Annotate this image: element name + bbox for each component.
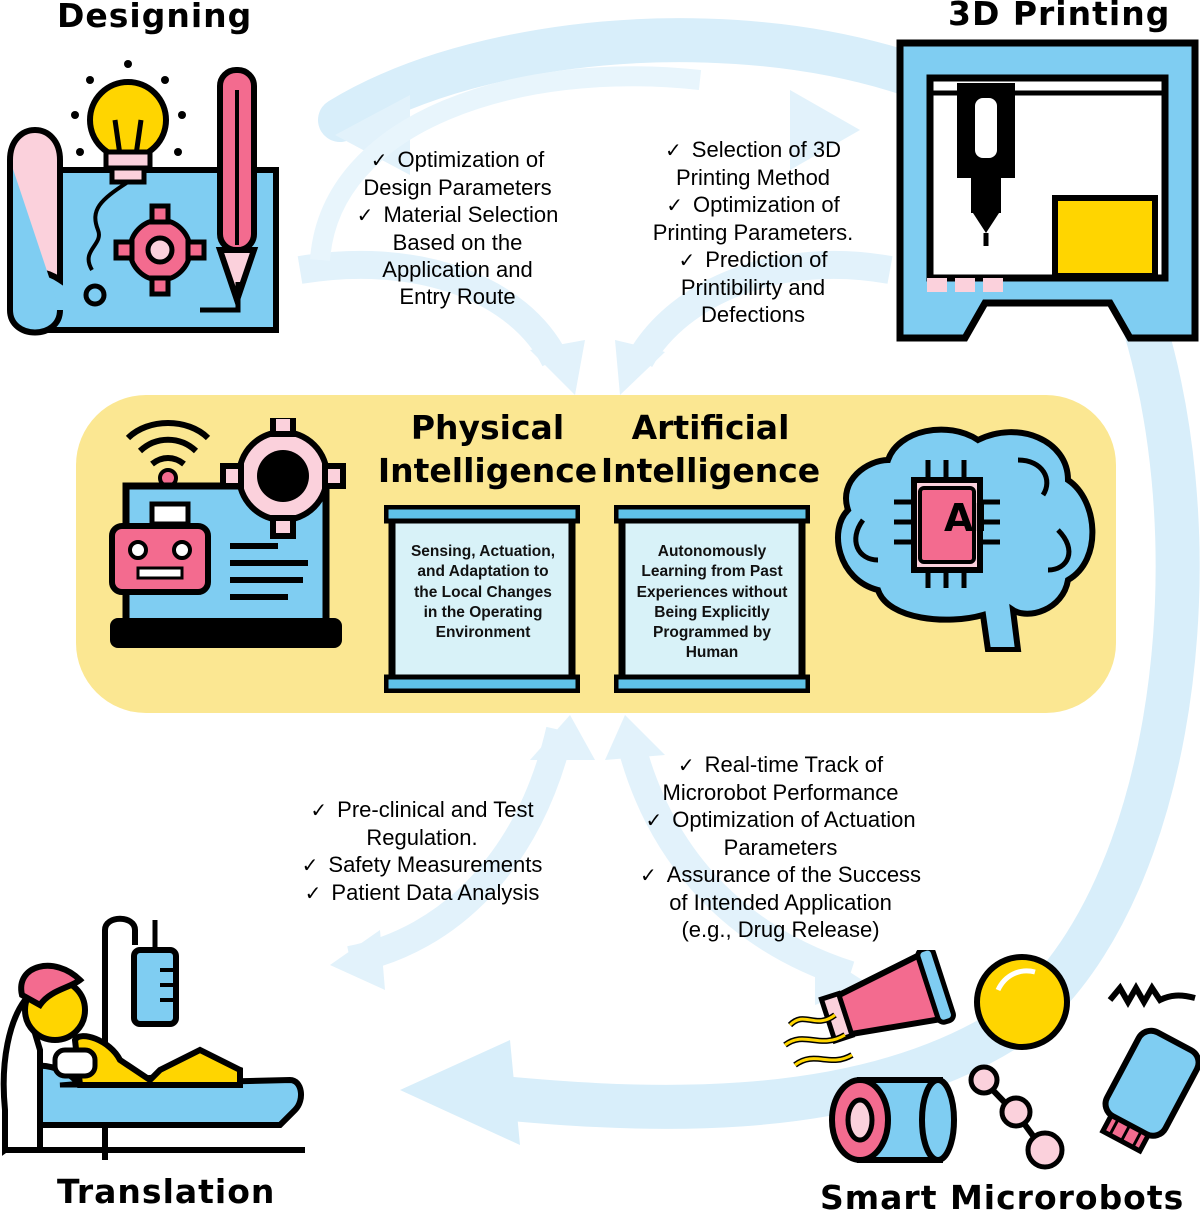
description-line: Experiences without: [636, 583, 788, 601]
description-line: Environment: [435, 624, 531, 642]
checklist-line: Microrobot Performance: [628, 779, 933, 806]
stage-label-smart-microrobots: Smart Microrobots: [820, 1178, 1185, 1217]
checklist-line: Regulation.: [287, 824, 557, 851]
checklist-text: Prediction of: [705, 247, 828, 272]
check-icon: ✓: [665, 138, 682, 162]
check-icon: ✓: [301, 853, 319, 877]
checklist-line: Parameters: [628, 834, 933, 861]
description-line: Learning from Past: [641, 563, 783, 581]
checklist-line: ✓ Patient Data Analysis: [287, 879, 557, 907]
checklist-text: Optimization of: [397, 147, 545, 172]
check-icon: ✓: [356, 203, 374, 227]
checklist-text: Selection of 3D: [691, 137, 841, 162]
checklist-text: Printing Parameters.: [652, 220, 854, 245]
checklist-text: Optimization of Actuation: [672, 807, 916, 832]
checklist-text: Regulation.: [366, 825, 478, 850]
description-line: and Adaptation to: [417, 563, 549, 581]
checklist-text: Based on the: [392, 230, 523, 255]
description-line: Human: [685, 644, 739, 662]
checklist-text: Optimization of: [693, 192, 840, 217]
check-icon: ✓: [678, 248, 696, 272]
ai-brain-chip-icon: [835, 426, 1096, 652]
checklist-line: Entry Route: [335, 283, 580, 310]
blueprint-lightbulb-pencil-icon: [7, 60, 279, 336]
checklist-text: Entry Route: [399, 284, 516, 309]
check-icon: ✓: [370, 148, 388, 172]
stage-label-translation: Translation: [57, 1172, 276, 1211]
checklist-line: Printing Method: [638, 164, 868, 191]
checklist-text: of Intended Application: [669, 890, 892, 915]
stage-label-3d-printing: 3D Printing: [948, 0, 1171, 33]
checklist-text: Material Selection: [383, 202, 559, 227]
description-line: Sensing, Actuation,: [410, 543, 556, 560]
physical-scroll-frame: [384, 505, 580, 693]
checklist-text: (e.g., Drug Release): [681, 917, 880, 942]
checklist-text: Patient Data Analysis: [331, 880, 540, 905]
check-icon: ✓: [645, 808, 663, 832]
checklist-line: ✓ Safety Measurements: [287, 851, 557, 879]
checklist-text: Pre-clinical and Test: [337, 797, 534, 822]
checklist-text: Parameters: [723, 835, 838, 860]
checklist-line: ✓ Optimization of: [638, 191, 868, 219]
outer-cycle-arc: [318, 18, 1200, 1129]
description-line: Autonomously: [657, 543, 767, 560]
checklist-text: Real-time Track of: [704, 752, 884, 777]
checklist-text: Microrobot Performance: [662, 780, 899, 805]
checklist-line: ✓ Optimization of Actuation: [628, 806, 933, 834]
check-icon: ✓: [310, 798, 328, 822]
artificial-scroll-frame: [614, 505, 810, 693]
microrobot-shapes-icon: [783, 950, 1200, 1170]
checklist-line: ✓ Prediction of: [638, 246, 868, 274]
ai-chip-label: AI: [944, 496, 988, 540]
checklist-line: of Intended Application: [628, 889, 933, 916]
description-line: Being Explicitly: [654, 603, 770, 621]
checklist-line: ✓ Optimization of: [335, 146, 580, 174]
checklist-line: Based on the: [335, 229, 580, 256]
physical-title-line-1: Physical: [410, 408, 565, 447]
checklist-line: ✓ Real-time Track of: [628, 751, 933, 779]
checklist-line: ✓ Selection of 3D: [638, 136, 868, 164]
checklist-line: Design Parameters: [335, 174, 580, 201]
artificial-intelligence-title: Artificial Intelligence: [598, 406, 823, 492]
artificial-title-line-1: Artificial: [631, 408, 790, 447]
outer-arrow-head: [400, 1040, 520, 1145]
checklist-line: Defections: [638, 301, 868, 328]
check-icon: ✓: [304, 881, 322, 905]
checklist-text: Application and: [382, 257, 533, 282]
checklist-text: Safety Measurements: [328, 852, 543, 877]
checklist-line: Application and: [335, 256, 580, 283]
checklist-line: ✓ Assurance of the Success: [628, 861, 933, 889]
robot-laptop-gear-icon: [109, 418, 346, 648]
checklist-text: Design Parameters: [363, 175, 552, 200]
checklist-text: Printing Method: [675, 165, 831, 190]
printing-checklist: ✓ Selection of 3D Printing Method ✓ Optimiza…: [638, 136, 868, 328]
checklist-line: (e.g., Drug Release): [628, 916, 933, 943]
physical-intelligence-title: Physical Intelligence: [375, 406, 600, 492]
description-line: Programmed by: [652, 624, 771, 642]
description-line: in the Operating: [423, 603, 543, 621]
physical-title-line-2: Intelligence: [377, 451, 598, 490]
check-icon: ✓: [677, 753, 695, 777]
patient-bed-iv-icon: [0, 915, 305, 1160]
physical-intelligence-description: Sensing, Actuation, and Adaptation to the …: [398, 542, 568, 643]
description-line: the Local Changes: [414, 583, 552, 601]
checklist-line: Printibilirty and: [638, 274, 868, 301]
stage-label-designing: Designing: [57, 0, 253, 35]
microrobot-checklist: ✓ Real-time Track of Microrobot Performanc…: [628, 751, 933, 943]
artificial-title-line-2: Intelligence: [600, 451, 821, 490]
checklist-text: Defections: [701, 302, 805, 327]
checklist-text: Printibilirty and: [680, 275, 826, 300]
design-checklist: ✓ Optimization of Design Parameters ✓ Materi…: [335, 146, 580, 310]
check-icon: ✓: [639, 863, 657, 887]
checklist-text: Assurance of the Success: [666, 862, 922, 887]
check-icon: ✓: [666, 193, 684, 217]
checklist-line: ✓ Pre-clinical and Test: [287, 796, 557, 824]
checklist-line: Printing Parameters.: [638, 219, 868, 246]
checklist-line: ✓ Material Selection: [335, 201, 580, 229]
3d-printer-icon: [896, 39, 1199, 342]
